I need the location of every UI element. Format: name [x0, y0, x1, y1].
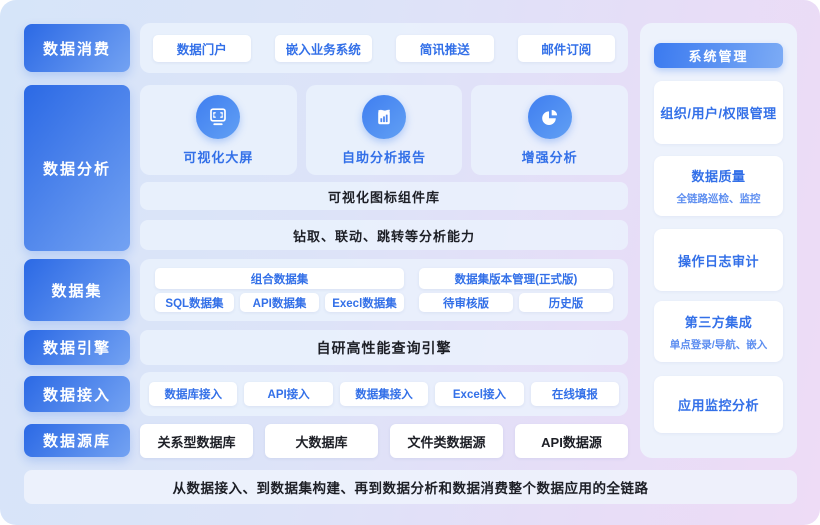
big-screen-icon [196, 94, 241, 139]
chip-excel-access[interactable]: Excel接入 [435, 382, 524, 406]
rail-item-data-access: 数据接入 [24, 376, 130, 412]
chip-email-subscription[interactable]: 邮件订阅 [517, 34, 615, 62]
system-management-panel: 系统管理 组织/用户/权限管理 数据质量 全链路巡检、监控 操作日志审计 第三方… [640, 23, 797, 458]
dataset-combined-row: SQL数据集 API数据集 Execl数据集 [155, 293, 404, 312]
chip-embed-business-system[interactable]: 嵌入业务系统 [274, 34, 372, 62]
rail-item-data-engine: 数据引擎 [24, 330, 130, 365]
chip-relational-database[interactable]: 关系型数据库 [140, 424, 253, 458]
chip-big-database[interactable]: 大数据库 [265, 424, 378, 458]
chip-api-dataset[interactable]: API数据集 [240, 293, 319, 312]
dataset-combined-group: 组合数据集 SQL数据集 API数据集 Execl数据集 [155, 268, 404, 312]
rail-item-data-consumption: 数据消费 [24, 24, 130, 72]
rail-item-data-source: 数据源库 [24, 424, 130, 457]
rail-item-dataset: 数据集 [24, 259, 130, 321]
dataset-version-group: 数据集版本管理(正式版) 待审核版 历史版 [419, 268, 613, 312]
bar-visual-component-library: 可视化图标组件库 [140, 182, 628, 210]
card-self-service-report: 自助分析报告 [305, 85, 463, 175]
chip-online-filling[interactable]: 在线填报 [530, 382, 620, 406]
dataset-version-row: 待审核版 历史版 [419, 293, 613, 312]
sys-card-subtitle: 全链路巡检、监控 [676, 193, 761, 205]
source-row: 关系型数据库 大数据库 文件类数据源 API数据源 [140, 424, 628, 458]
card-visual-big-screen: 可视化大屏 [140, 85, 297, 175]
sys-card-title: 第三方集成 [684, 314, 753, 330]
chip-execl-dataset[interactable]: Execl数据集 [325, 293, 404, 312]
sys-card-data-quality[interactable]: 数据质量 全链路巡检、监控 [654, 156, 783, 216]
sys-card-title: 操作日志审计 [677, 253, 759, 269]
dataset-panel: 组合数据集 SQL数据集 API数据集 Execl数据集 数据集版本管理(正式版… [140, 259, 628, 321]
sys-card-org-user-permission[interactable]: 组织/用户/权限管理 [654, 81, 783, 144]
access-panel: 数据库接入 API接入 数据集接入 Excel接入 在线填报 [140, 372, 628, 416]
card-label: 可视化大屏 [183, 149, 254, 165]
chip-pending-review-version[interactable]: 待审核版 [419, 293, 513, 312]
chip-data-portal[interactable]: 数据门户 [153, 34, 251, 62]
card-label: 增强分析 [521, 149, 578, 165]
bar-analysis-capabilities: 钻取、联动、跳转等分析能力 [140, 220, 628, 250]
system-management-button[interactable]: 系统管理 [654, 43, 783, 68]
chip-database-access[interactable]: 数据库接入 [149, 382, 238, 406]
bar-query-engine: 自研高性能查询引擎 [140, 330, 628, 365]
card-augmented-analytics: 增强分析 [471, 85, 629, 175]
chip-combined-dataset[interactable]: 组合数据集 [155, 268, 404, 289]
sys-card-app-monitoring[interactable]: 应用监控分析 [654, 376, 783, 433]
analysis-cards-row: 可视化大屏 自助分析报告 增强分析 [140, 85, 629, 175]
pie-chart-icon [527, 94, 572, 139]
chip-api-access[interactable]: API接入 [244, 382, 333, 406]
sys-card-third-party-integration[interactable]: 第三方集成 单点登录/导航、嵌入 [654, 301, 783, 362]
chip-sql-dataset[interactable]: SQL数据集 [155, 293, 234, 312]
chip-history-version[interactable]: 历史版 [519, 293, 613, 312]
sys-card-title: 应用监控分析 [677, 398, 759, 413]
sys-card-subtitle: 单点登录/导航、嵌入 [669, 338, 768, 351]
rail-item-data-analysis: 数据分析 [24, 85, 130, 251]
sys-card-operation-log-audit[interactable]: 操作日志审计 [654, 229, 783, 291]
chip-message-push[interactable]: 简讯推送 [396, 34, 494, 62]
sys-card-title: 数据质量 [691, 169, 746, 184]
report-chart-icon [362, 94, 406, 139]
chip-api-data-source[interactable]: API数据源 [515, 424, 628, 458]
chip-dataset-version-management[interactable]: 数据集版本管理(正式版) [419, 268, 613, 289]
chip-file-data-source[interactable]: 文件类数据源 [390, 424, 503, 458]
sys-card-title: 组织/用户/权限管理 [660, 106, 777, 121]
footer-summary-bar: 从数据接入、到数据集构建、再到数据分析和数据消费整个数据应用的全链路 [24, 470, 797, 504]
consumption-panel: 数据门户 嵌入业务系统 简讯推送 邮件订阅 [140, 23, 628, 73]
chip-dataset-access[interactable]: 数据集接入 [339, 382, 429, 406]
card-label: 自助分析报告 [342, 149, 427, 165]
